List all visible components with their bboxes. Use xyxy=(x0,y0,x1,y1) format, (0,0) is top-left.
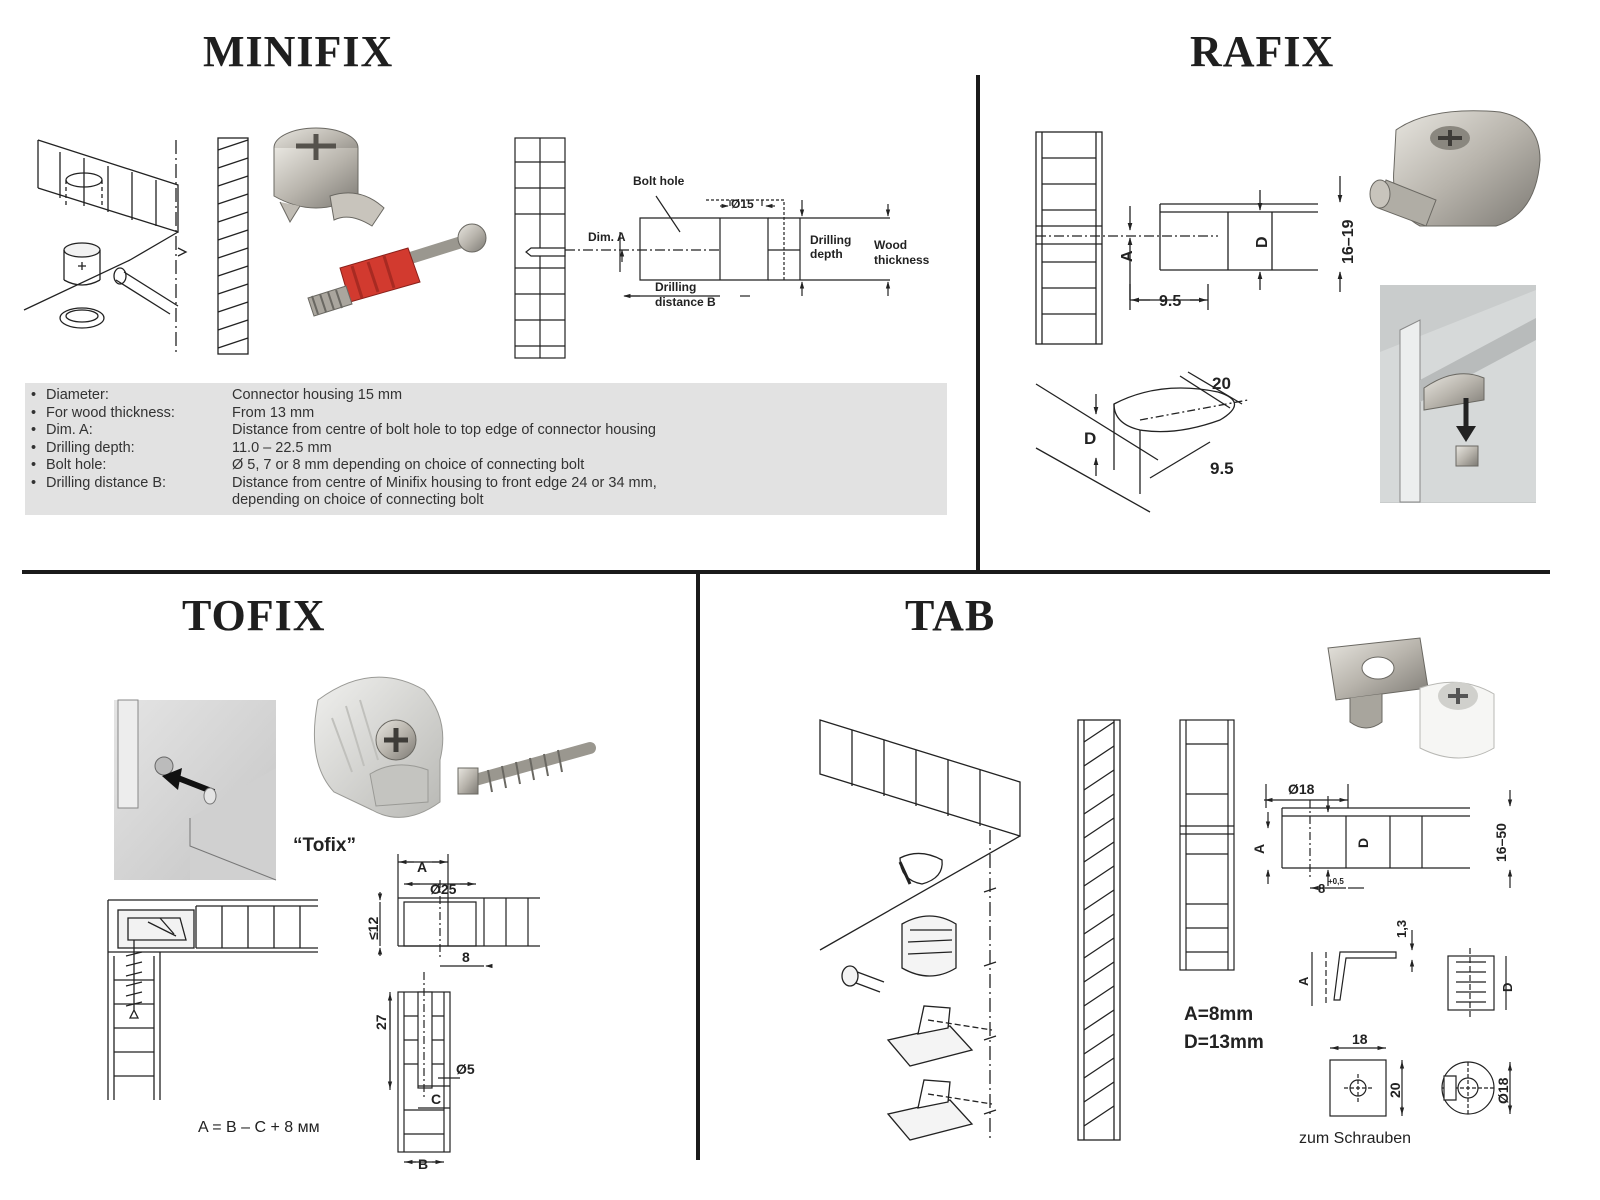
spec-value: Connector housing 15 mm xyxy=(232,387,403,403)
rafix-install-photo xyxy=(1380,285,1536,503)
label-dim-a: Dim. A xyxy=(588,230,626,244)
minifix-exploded-drawing xyxy=(23,139,188,355)
rafix-title: RAFIX xyxy=(1190,27,1335,76)
spec-label: Bolt hole: xyxy=(46,457,107,473)
tofix-label-8: 8 xyxy=(462,949,470,965)
tab-title: TAB xyxy=(905,591,996,640)
tab-dimension-drawing xyxy=(1179,719,1513,1117)
label-drilling-depth-2: depth xyxy=(810,247,843,261)
tofix-label-a: A xyxy=(417,859,427,875)
tab-label-8: 8 xyxy=(1318,881,1325,896)
label-wood-thickness: Wood xyxy=(874,238,907,252)
tofix-label-le12: ≤12 xyxy=(365,917,381,940)
rafix-label-9-5b: 9.5 xyxy=(1210,459,1234,478)
spec-value: Distance from centre of bolt hole to top… xyxy=(232,422,656,438)
tofix-install-photo xyxy=(114,699,277,881)
spec-value: Ø 5, 7 or 8 mm depending on choice of co… xyxy=(232,457,585,473)
rafix-label-20: 20 xyxy=(1212,374,1231,393)
minifix-dimension-drawing xyxy=(514,137,891,359)
tab-exploded-drawing xyxy=(819,719,1021,1141)
tab-screw-label: zum Schrauben xyxy=(1299,1130,1411,1147)
spec-value: depending on choice of connecting bolt xyxy=(232,492,484,508)
tab-value-a: A=8mm xyxy=(1184,1004,1253,1025)
tab-label-1-3: 1,3 xyxy=(1394,920,1409,938)
tab-label-a: A xyxy=(1251,844,1267,854)
label-drilling-depth: Drilling xyxy=(810,233,851,247)
label-diameter-15: Ø15 xyxy=(731,197,754,211)
spec-label: Dim. A: xyxy=(46,422,93,438)
vertical-divider-bottom xyxy=(696,574,700,1160)
tab-label-d: D xyxy=(1355,838,1371,848)
rafix-section-drawing xyxy=(1035,131,1343,345)
tofix-product-photo xyxy=(313,676,596,818)
tofix-label-d25: Ø25 xyxy=(430,881,457,897)
tab-label-range: 16–50 xyxy=(1493,823,1509,862)
spec-label: Diameter: xyxy=(46,387,109,403)
rafix-drill-drawing xyxy=(1035,371,1249,513)
spec-label: Drilling depth: xyxy=(46,439,135,456)
tab-label-d18b: Ø18 xyxy=(1495,1077,1511,1104)
minifix-spec-table: • Diameter: Connector housing 15 mm • Fo… xyxy=(25,383,947,515)
rafix-label-d2: D xyxy=(1084,429,1096,448)
rafix-label-d: D xyxy=(1254,236,1271,248)
tab-label-d18: Ø18 xyxy=(1288,781,1315,797)
tofix-title: TOFIX xyxy=(182,591,326,640)
label-bolt-hole: Bolt hole xyxy=(633,174,685,188)
rafix-label-range: 16–19 xyxy=(1340,219,1357,264)
minifix-side-section xyxy=(217,137,249,355)
horizontal-divider xyxy=(22,570,1550,574)
tofix-dimension-drawing xyxy=(377,854,540,1165)
tab-side-section xyxy=(1077,719,1121,1141)
tab-label-8-tolerance: +0,5 xyxy=(1328,877,1344,886)
minifix-bolt-photo xyxy=(307,223,487,317)
spec-label: For wood thickness: xyxy=(46,404,175,421)
label-wood-thickness-2: thickness xyxy=(874,253,930,267)
label-drilling-distance: Drilling xyxy=(655,280,696,294)
tofix-label-b: B xyxy=(418,1156,428,1172)
spec-value: Distance from centre of Minifix housing … xyxy=(232,474,657,491)
tofix-formula: A = B – C + 8 мм xyxy=(198,1119,320,1136)
tab-label-18: 18 xyxy=(1352,1031,1368,1047)
minifix-housing-photo xyxy=(273,127,385,227)
spec-value: 11.0 – 22.5 mm xyxy=(232,439,332,456)
tofix-label-c: C xyxy=(431,1091,441,1107)
tab-value-d: D=13mm xyxy=(1184,1032,1264,1053)
tofix-corner-drawing xyxy=(107,899,318,1100)
tofix-label-27: 27 xyxy=(373,1014,389,1030)
rafix-photo xyxy=(1369,110,1541,227)
rafix-label-9-5: 9.5 xyxy=(1159,293,1181,310)
minifix-title: MINIFIX xyxy=(203,27,394,76)
tab-product-photo xyxy=(1327,637,1495,759)
rafix-label-a: A xyxy=(1119,250,1136,262)
tofix-label-d5: Ø5 xyxy=(456,1061,475,1077)
tofix-product-label: “Tofix” xyxy=(293,835,356,856)
label-drilling-distance-2: distance B xyxy=(655,295,716,309)
tab-label-d2: D xyxy=(1500,983,1515,992)
spec-value: From 13 mm xyxy=(232,404,315,421)
spec-label: Drilling distance B: xyxy=(46,474,167,491)
tab-label-a2: A xyxy=(1296,976,1311,986)
tab-label-20: 20 xyxy=(1387,1082,1403,1098)
vertical-divider-top xyxy=(976,75,980,572)
